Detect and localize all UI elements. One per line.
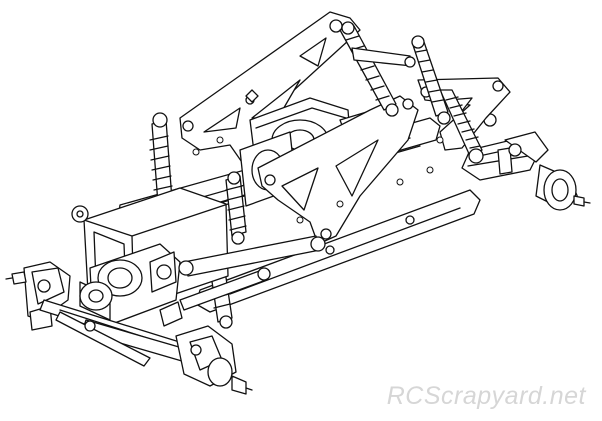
upper-link: [245, 47, 416, 105]
center-shock-right: [411, 35, 451, 125]
front-right-knuckle: [175, 325, 253, 395]
rear-shock-right: [439, 89, 484, 164]
watermark-text: RCScrapyard.net: [386, 382, 586, 410]
center-shock-left: [339, 21, 399, 117]
front-center-shock: [225, 171, 247, 245]
mid-shock-tower: [257, 95, 419, 245]
center-driveshaft: [159, 267, 271, 327]
front-axle-housing: [79, 243, 181, 325]
frame-bolts: [192, 136, 444, 224]
lower-link: [178, 235, 326, 277]
rear-axle: [461, 113, 591, 211]
